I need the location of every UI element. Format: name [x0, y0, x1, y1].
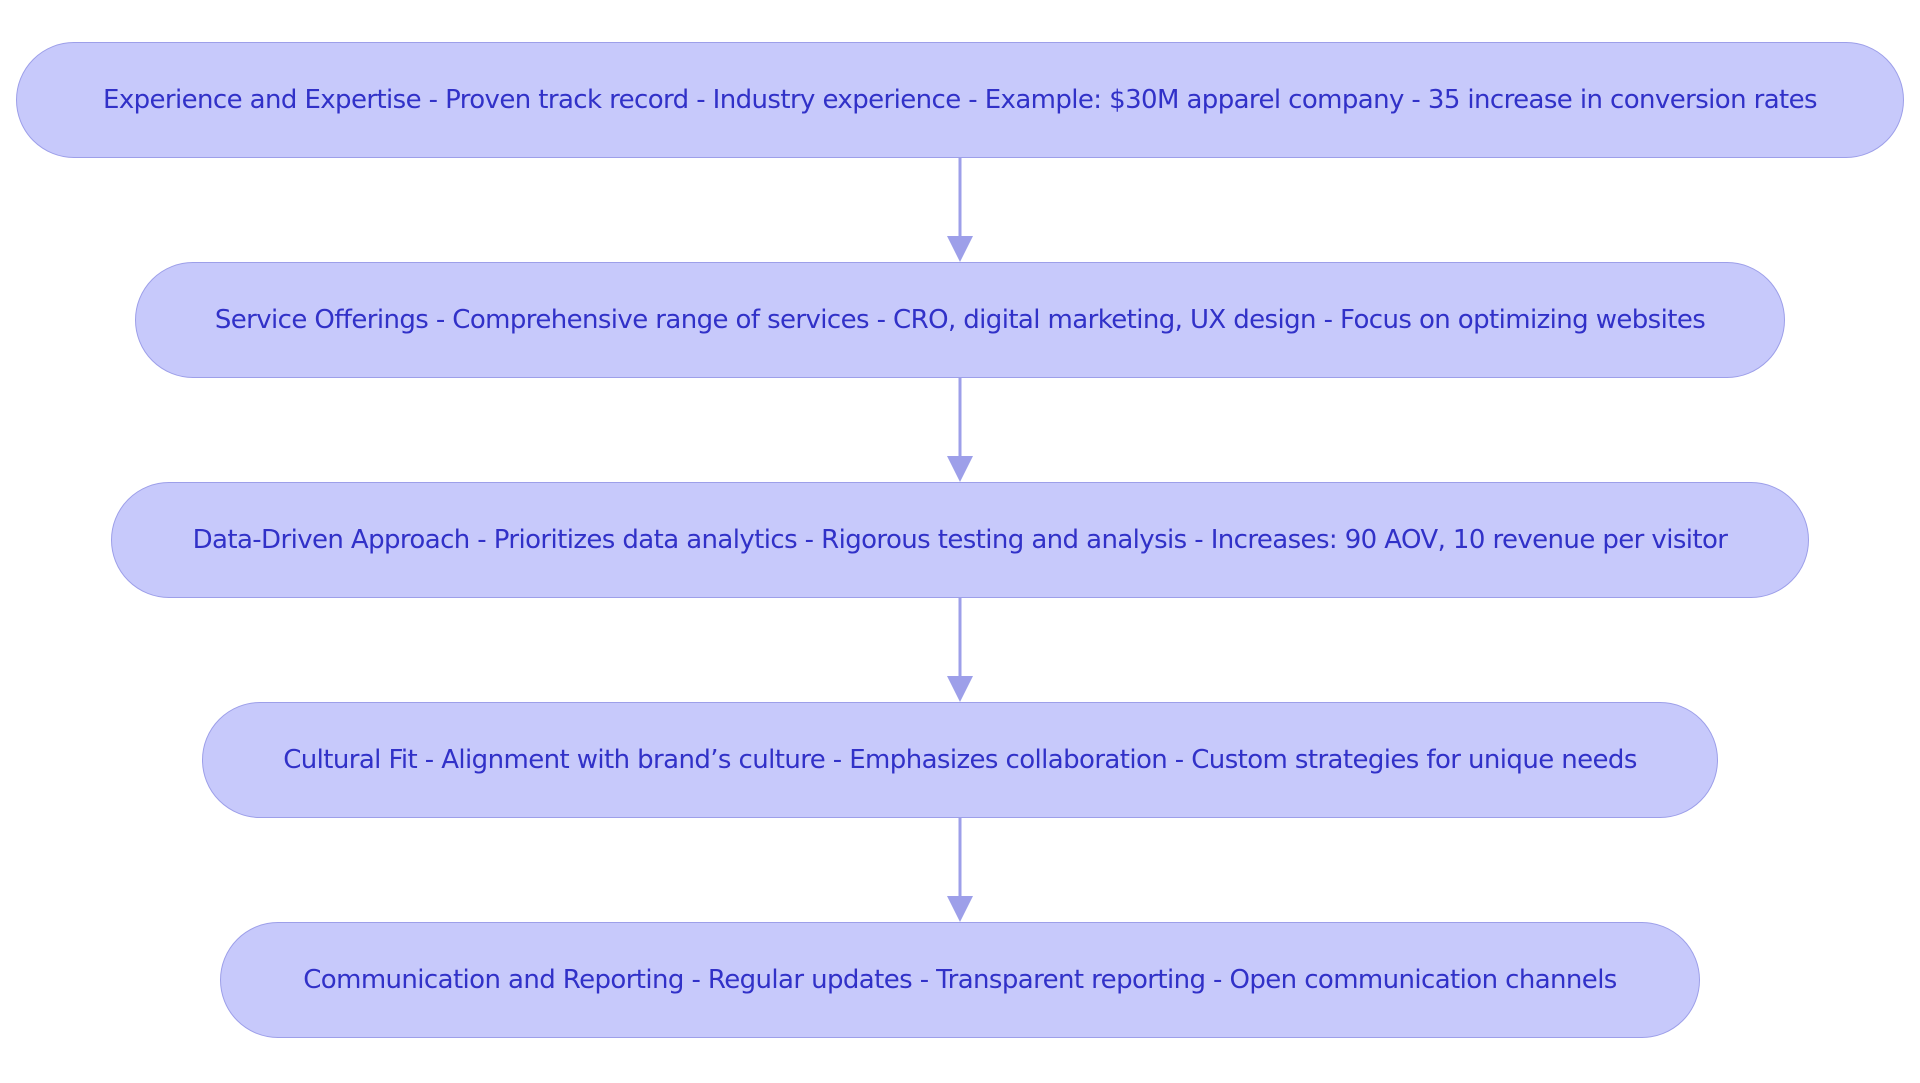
arrow-cultural-fit-to-communication [947, 818, 973, 922]
node-service-offerings: Service Offerings - Comprehensive range … [135, 262, 1785, 378]
node-label: Service Offerings - Comprehensive range … [214, 305, 1706, 335]
node-communication-and-reporting: Communication and Reporting - Regular up… [220, 922, 1700, 1038]
node-label: Communication and Reporting - Regular up… [303, 965, 1617, 995]
node-label: Data-Driven Approach - Prioritizes data … [192, 525, 1728, 555]
node-data-driven-approach: Data-Driven Approach - Prioritizes data … [111, 482, 1809, 598]
arrow-services-to-data-driven [947, 378, 973, 482]
arrow-data-driven-to-cultural-fit [947, 598, 973, 702]
node-cultural-fit: Cultural Fit - Alignment with brand’s cu… [202, 702, 1718, 818]
arrow-experience-to-services [947, 158, 973, 262]
node-experience-and-expertise: Experience and Expertise - Proven track … [16, 42, 1904, 158]
node-label: Experience and Expertise - Proven track … [103, 85, 1818, 115]
node-label: Cultural Fit - Alignment with brand’s cu… [283, 745, 1637, 775]
